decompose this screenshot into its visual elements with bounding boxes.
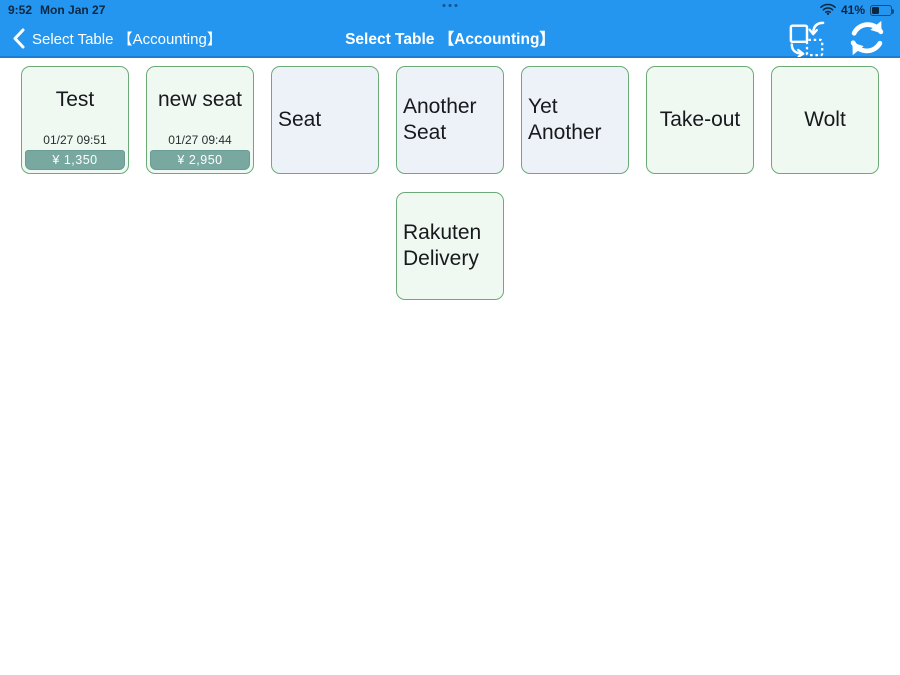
table-name-wrap: Wolt — [772, 67, 878, 173]
back-button[interactable]: Select Table 【Accounting】 — [12, 28, 222, 49]
table-name-wrap: new seat — [147, 67, 253, 133]
table-card[interactable]: Test 01/27 09:51 ¥ 1,350 — [21, 66, 129, 174]
table-name: Yet Another — [528, 94, 602, 144]
status-left: 9:52 Mon Jan 27 — [8, 3, 105, 17]
table-card[interactable]: Another Seat — [396, 66, 504, 174]
table-name-wrap: Yet Another — [522, 67, 628, 173]
table-amount: ¥ 1,350 — [25, 150, 125, 170]
back-chevron-icon — [13, 28, 25, 48]
table-card[interactable]: Seat — [271, 66, 379, 174]
table-order-time: 01/27 09:51 — [43, 133, 107, 147]
table-card[interactable]: Yet Another — [521, 66, 629, 174]
table-name-wrap: Seat — [272, 67, 378, 173]
table-name: Seat — [278, 107, 322, 131]
table-card[interactable]: Rakuten Delivery — [396, 192, 504, 300]
table-amount: ¥ 2,950 — [150, 150, 250, 170]
table-meta: 01/27 09:44 ¥ 2,950 — [147, 133, 253, 173]
table-card[interactable]: Take-out — [646, 66, 754, 174]
table-meta: 01/27 09:51 ¥ 1,350 — [22, 133, 128, 173]
nav-actions — [788, 17, 888, 59]
refresh-icon[interactable] — [846, 17, 888, 59]
table-name: Wolt — [804, 107, 846, 131]
table-name: Rakuten Delivery — [403, 220, 482, 270]
table-name: Test — [55, 87, 95, 111]
table-card[interactable]: Wolt — [771, 66, 879, 174]
table-name: Take-out — [659, 107, 741, 131]
back-button-label: Select Table 【Accounting】 — [32, 30, 222, 48]
content-area: Test 01/27 09:51 ¥ 1,350 new seat 01/27 … — [0, 58, 900, 308]
status-time: 9:52 — [8, 3, 33, 17]
table-order-time: 01/27 09:44 — [168, 133, 232, 147]
status-bar: 9:52 Mon Jan 27 41% — [0, 0, 900, 20]
table-name-wrap: Rakuten Delivery — [397, 193, 503, 299]
table-name-wrap: Test — [22, 67, 128, 133]
battery-percent: 41% — [840, 3, 865, 17]
wifi-icon — [820, 3, 836, 18]
battery-fill — [872, 6, 880, 14]
status-date: Mon Jan 27 — [40, 3, 106, 17]
multitask-dots-icon[interactable] — [442, 4, 458, 7]
table-name-wrap: Take-out — [647, 67, 753, 173]
battery-icon — [870, 4, 894, 16]
table-grid: Test 01/27 09:51 ¥ 1,350 new seat 01/27 … — [21, 66, 879, 300]
table-name-wrap: Another Seat — [397, 67, 503, 173]
nav-bar: Select Table 【Accounting】 Select Table 【… — [0, 20, 900, 58]
table-name: new seat — [157, 87, 243, 111]
status-right: 41% — [820, 3, 894, 18]
move-table-icon[interactable] — [788, 20, 826, 57]
table-card[interactable]: new seat 01/27 09:44 ¥ 2,950 — [146, 66, 254, 174]
table-name: Another Seat — [403, 94, 477, 144]
